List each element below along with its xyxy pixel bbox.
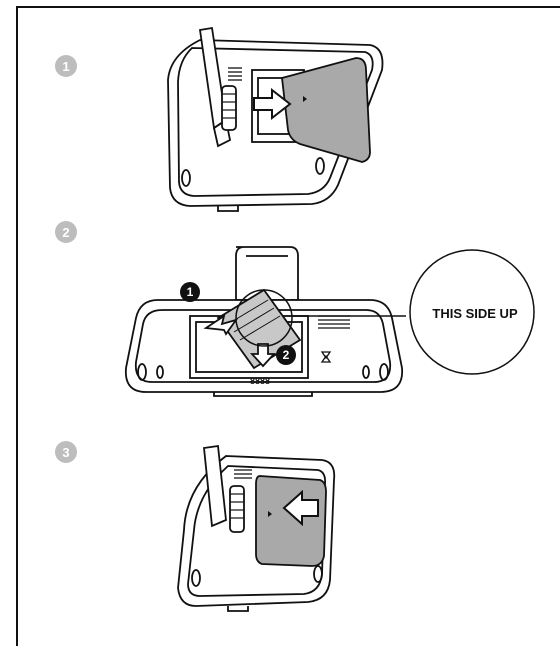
battery-label-text: 8888 bbox=[250, 376, 270, 386]
callout-2-badge: 2 bbox=[276, 345, 296, 365]
step-1-illustration bbox=[168, 28, 383, 211]
callout-1-badge: 1 bbox=[180, 282, 200, 302]
this-side-up-label: THIS SIDE UP bbox=[400, 254, 550, 372]
step-3-illustration bbox=[178, 446, 334, 611]
